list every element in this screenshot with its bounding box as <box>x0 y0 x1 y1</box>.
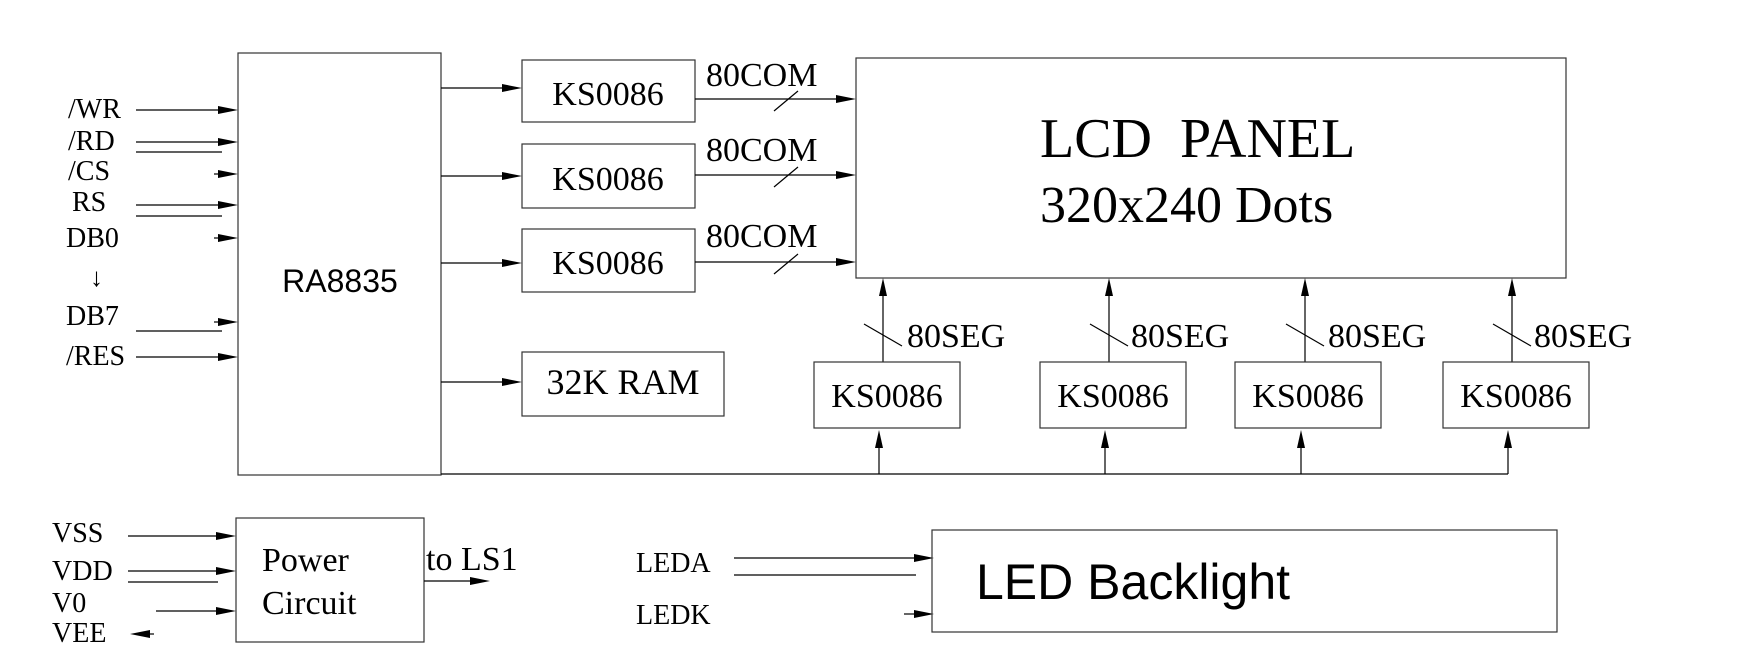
com-driver-box <box>521 228 696 293</box>
seg-driver-3: 80SEG KS0086 <box>1234 278 1426 474</box>
power-vss-label: VSS <box>52 518 103 549</box>
rs-arrowhead <box>218 201 238 209</box>
seg3-feed-arrowhead <box>1297 430 1305 448</box>
com2-input-arrowhead <box>502 172 522 180</box>
leda-arrowhead <box>914 554 934 562</box>
backlight-ledk-label: LEDK <box>636 600 711 631</box>
seg4-feed-arrowhead <box>1504 430 1512 448</box>
v0-arrowhead <box>216 607 236 615</box>
vdd-arrowhead <box>216 567 236 575</box>
seg-driver-4: 80SEG KS0086 <box>1442 278 1632 474</box>
res-arrowhead <box>218 353 238 361</box>
controller-block: RA8835 <box>237 52 442 476</box>
power-v0-label: V0 <box>52 588 86 619</box>
com-driver-label: KS0086 <box>552 161 663 198</box>
ram-input-arrowhead <box>502 378 522 386</box>
seg-bus-label: 80SEG <box>907 318 1005 355</box>
backlight-block: LEDA LEDK LED Backlight <box>636 529 1558 633</box>
com1-bus-arrowhead <box>836 95 856 103</box>
seg1-feed-arrowhead <box>875 430 883 448</box>
seg1-up-arrowhead <box>879 278 887 296</box>
ram-block: 32K RAM <box>441 351 725 417</box>
seg-bus-label: 80SEG <box>1534 318 1632 355</box>
com-bus-label: 80COM <box>706 218 817 255</box>
ram-box <box>521 351 725 417</box>
com-driver-box <box>521 59 696 123</box>
input-res-label: /RES <box>66 341 125 372</box>
com2-bus-arrowhead <box>836 171 856 179</box>
com3-input-arrowhead <box>502 259 522 267</box>
seg-driver-box <box>1442 361 1590 429</box>
seg-driver-label: KS0086 <box>1460 378 1571 415</box>
com-driver-label: KS0086 <box>552 245 663 282</box>
com1-input-arrowhead <box>502 84 522 92</box>
bus-slash <box>1492 323 1532 347</box>
power-output-arrowhead <box>470 577 490 585</box>
power-vee-label: VEE <box>52 618 106 648</box>
com-bus-label: 80COM <box>706 132 817 169</box>
input-cs-label: /CS <box>68 156 110 187</box>
ledk-arrowhead <box>914 610 934 618</box>
power-vdd-label: VDD <box>52 556 113 587</box>
com-driver-1: KS0086 80COM <box>441 57 856 123</box>
power-label-line2: Circuit <box>262 585 357 622</box>
bus-slash <box>773 166 799 188</box>
lcd-panel-block: LCD PANEL 320x240 Dots <box>855 57 1567 279</box>
seg2-up-arrowhead <box>1105 278 1113 296</box>
seg-driver-label: KS0086 <box>831 378 942 415</box>
vee-arrowhead <box>130 630 150 638</box>
input-wr-label: /WR <box>68 94 121 125</box>
ram-label: 32K RAM <box>546 362 699 402</box>
com-driver-2: KS0086 80COM <box>441 132 856 209</box>
controller-label: RA8835 <box>282 263 398 299</box>
input-db0-label: DB0 <box>66 223 119 254</box>
input-rd-label: /RD <box>68 126 115 157</box>
bus-slash <box>1089 323 1129 347</box>
wr-arrowhead <box>218 106 238 114</box>
seg-driver-box <box>1039 361 1187 429</box>
controller-box <box>237 52 442 476</box>
power-label-line1: Power <box>262 542 350 579</box>
seg-driver-box <box>1234 361 1382 429</box>
seg3-up-arrowhead <box>1301 278 1309 296</box>
seg-driver-2: 80SEG KS0086 <box>1039 278 1229 474</box>
seg-bus-label: 80SEG <box>1131 318 1229 355</box>
bus-slash <box>773 90 799 112</box>
seg-driver-1: 80SEG KS0086 <box>813 278 1005 474</box>
seg-driver-label: KS0086 <box>1057 378 1168 415</box>
vss-arrowhead <box>216 532 236 540</box>
db0-arrowhead <box>218 234 238 242</box>
com-bus-label: 80COM <box>706 57 817 94</box>
lcd-panel-box <box>855 57 1567 279</box>
com3-bus-arrowhead <box>836 258 856 266</box>
bus-slash <box>863 323 903 347</box>
lcd-panel-title: LCD PANEL <box>1040 108 1355 170</box>
bus-slash <box>773 253 799 275</box>
seg-driver-label: KS0086 <box>1252 378 1363 415</box>
data-bus-arrow-icon: ↓ <box>90 263 103 292</box>
seg-bus-label: 80SEG <box>1328 318 1426 355</box>
input-signals: /WR /RD /CS RS DB0 ↓ DB7 /RES <box>66 94 238 372</box>
backlight-box <box>931 529 1558 633</box>
com-driver-label: KS0086 <box>552 76 663 113</box>
power-output-label: to LS1 <box>426 541 518 578</box>
cs-arrowhead <box>218 170 238 178</box>
lcd-panel-subtitle: 320x240 Dots <box>1040 177 1333 234</box>
seg2-feed-arrowhead <box>1101 430 1109 448</box>
backlight-label: LED Backlight <box>976 554 1290 610</box>
seg-driver-box <box>813 361 961 429</box>
power-block: VSS VDD V0 VEE Power Circuit to LS1 <box>52 517 518 648</box>
input-db7-label: DB7 <box>66 301 119 332</box>
power-box <box>235 517 425 643</box>
com-driver-3: KS0086 80COM <box>441 218 856 293</box>
input-rs-label: RS <box>72 187 106 218</box>
com-driver-box <box>521 143 696 209</box>
rd-arrowhead <box>218 138 238 146</box>
seg4-up-arrowhead <box>1508 278 1516 296</box>
db7-arrowhead <box>218 318 238 326</box>
bus-slash <box>1285 323 1325 347</box>
backlight-leda-label: LEDA <box>636 548 711 579</box>
